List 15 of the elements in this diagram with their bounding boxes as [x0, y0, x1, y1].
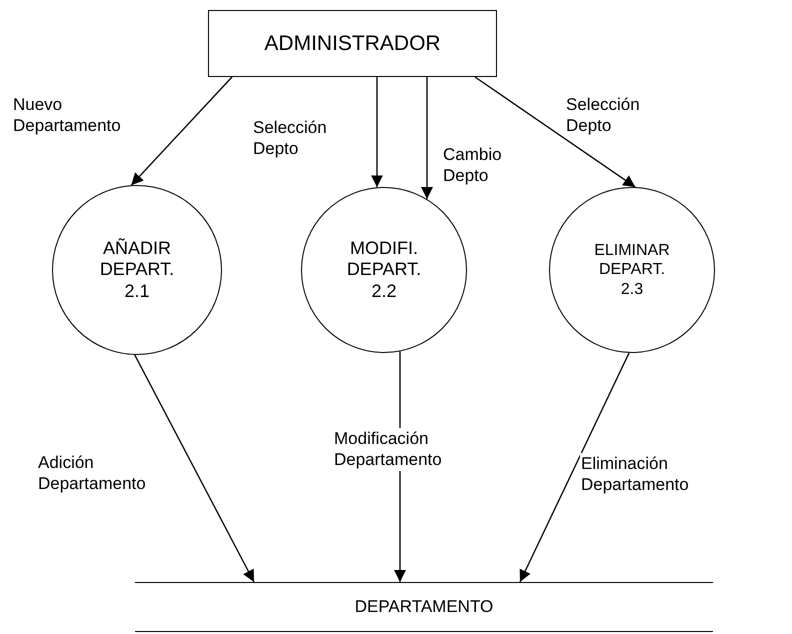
arrow — [421, 77, 433, 199]
process-number: 2.1 — [124, 280, 150, 302]
arrow — [130, 76, 232, 186]
process-number: 2.2 — [371, 280, 397, 302]
arrow — [371, 77, 383, 188]
process-number: 2.3 — [620, 280, 644, 299]
node-label: ELIMINAR DEPART. — [593, 241, 671, 280]
node-label: DEPARTAMENTO — [354, 596, 494, 618]
node-label: ADMINISTRADOR — [264, 30, 441, 56]
arrow — [519, 352, 630, 582]
node-label: AÑADIR DEPART. — [98, 238, 176, 281]
arrow — [474, 76, 636, 188]
node-label: MODIFI. DEPART. — [346, 238, 422, 281]
external-entity-box — [208, 10, 497, 77]
arrow — [134, 354, 255, 582]
